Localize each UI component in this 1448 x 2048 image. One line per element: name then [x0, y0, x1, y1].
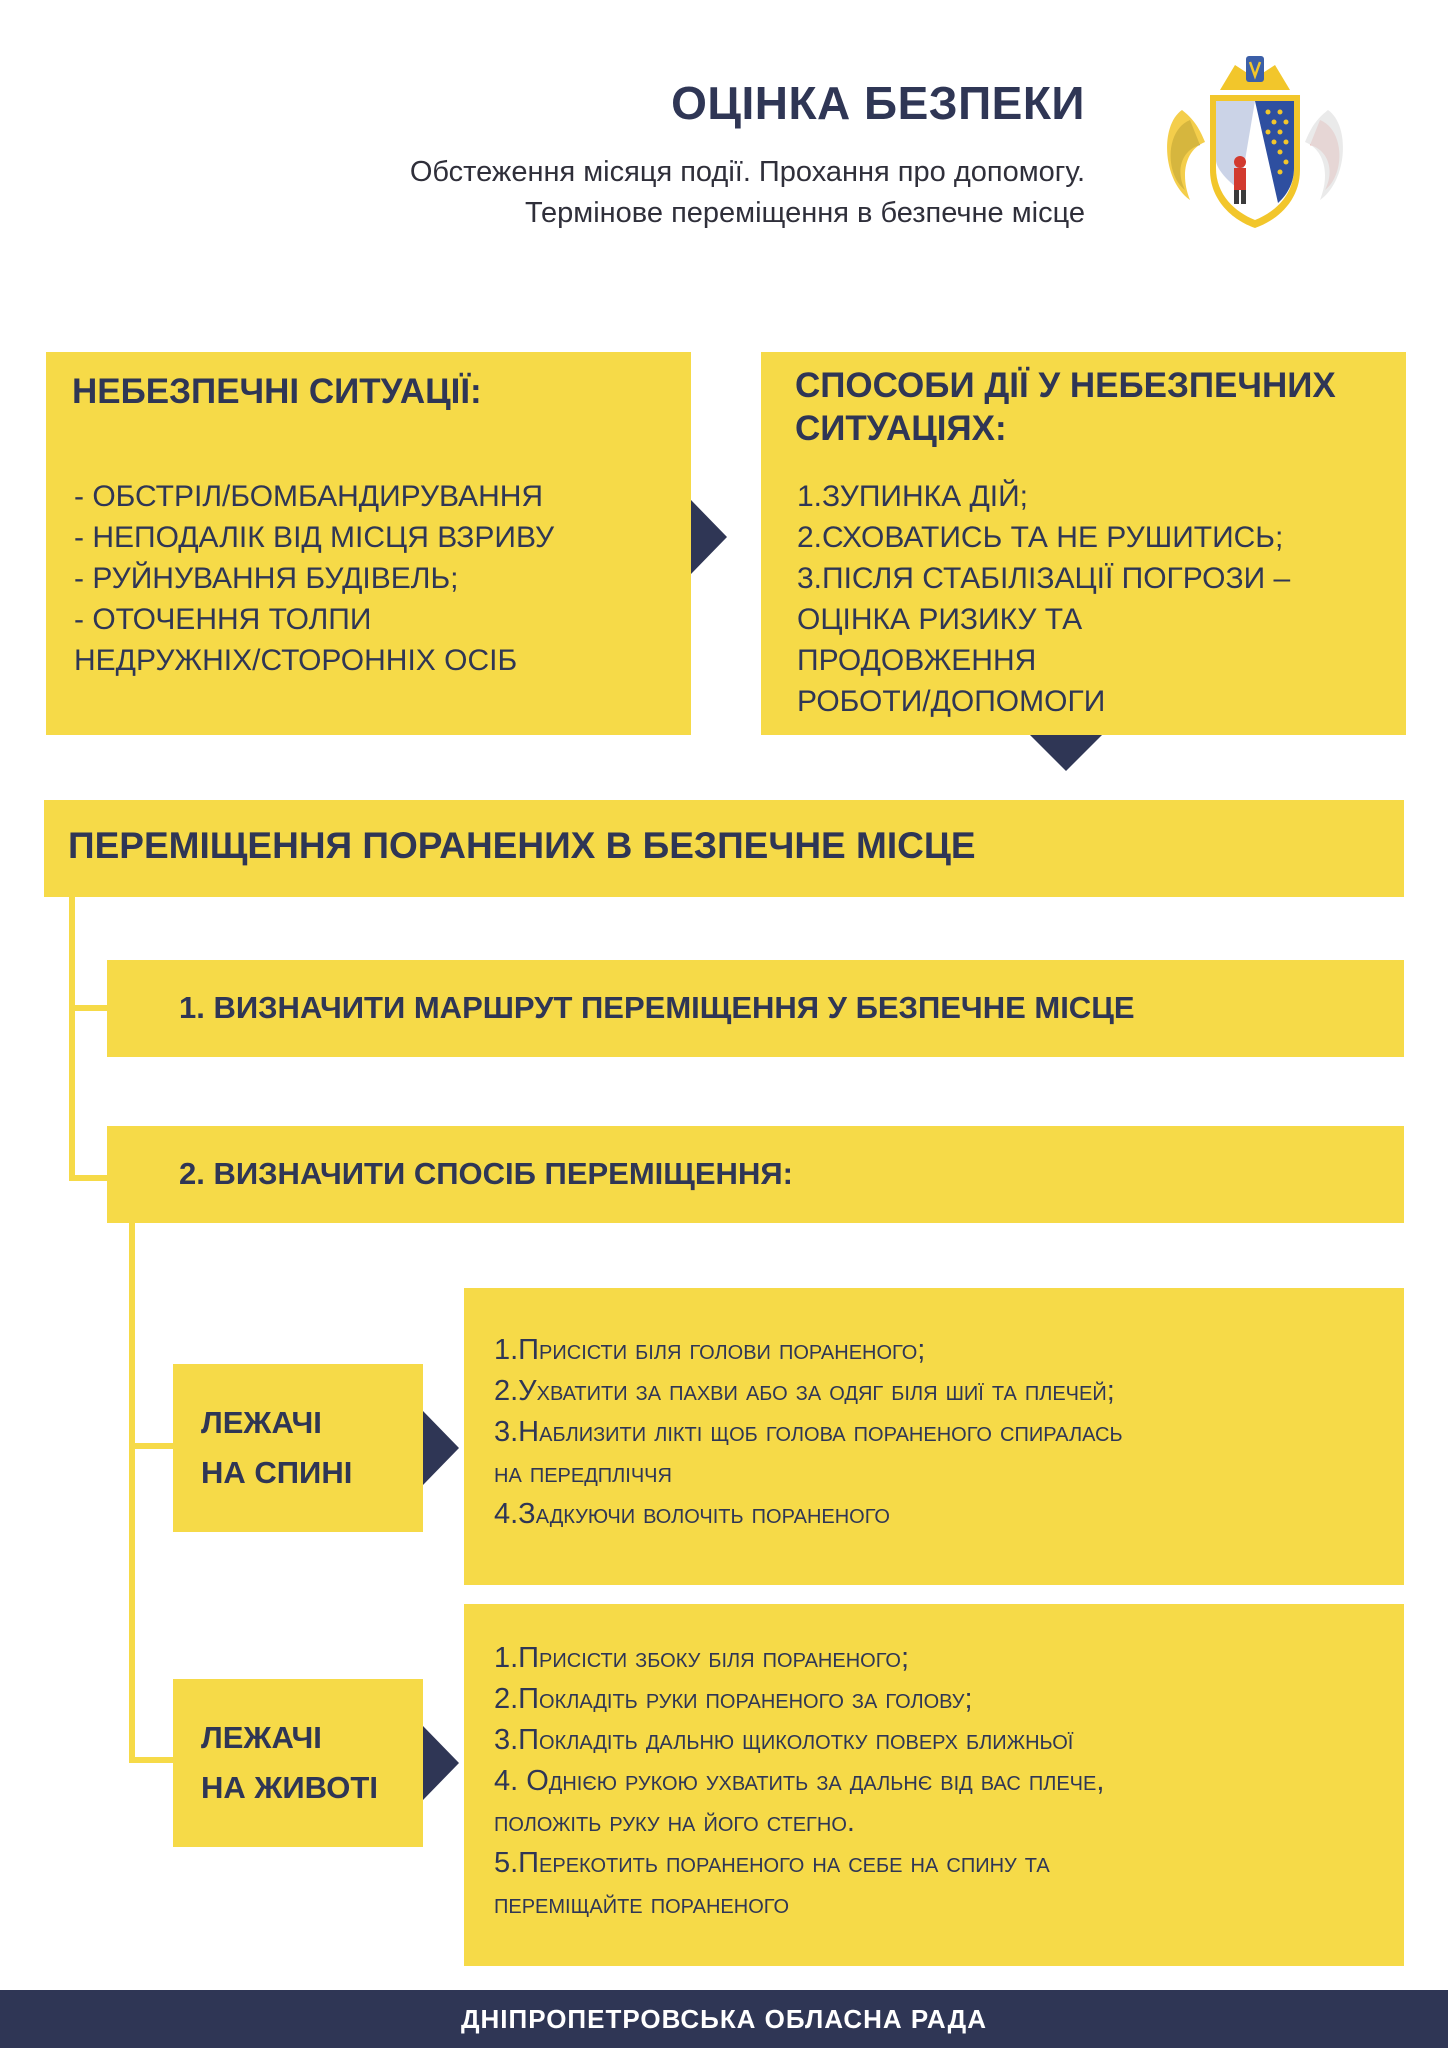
- list-item: 1.Присісти біля голови пораненого;: [494, 1334, 926, 1366]
- dangerous-situations-list: - ОБСТРІЛ/БОМБАНДИРУВАННЯ - НЕПОДАЛІК ВІ…: [74, 476, 554, 681]
- list-item: ОЦІНКА РИЗИКУ ТА: [797, 603, 1083, 636]
- subtitle-line-1: Обстеження місяця події. Прохання про до…: [409, 156, 1085, 188]
- connector-line: [69, 1175, 109, 1181]
- list-item: 1.Присісти збоку біля пораненого;: [494, 1642, 910, 1674]
- footer-bar: ДНІПРОПЕТРОВСЬКА ОБЛАСНА РАДА: [0, 1990, 1448, 2048]
- actions-title: СПОСОБИ ДІЇ У НЕБЕЗПЕЧНИХ СИТУАЦІЯХ:: [795, 366, 1336, 448]
- position-label-text: ЛЕЖАЧІ НА ЖИВОТІ: [201, 1713, 378, 1813]
- list-item: 4.Задкуючи волочіть пораненого: [494, 1498, 890, 1530]
- section-title: ПЕРЕМІЩЕННЯ ПОРАНЕНИХ В БЕЗПЕЧНЕ МІСЦЕ: [68, 825, 976, 866]
- list-item: 2.СХОВАТИСЬ ТА НЕ РУШИТИСЬ;: [797, 521, 1284, 554]
- dangerous-situations-box: НЕБЕЗПЕЧНІ СИТУАЦІЇ: - ОБСТРІЛ/БОМБАНДИР…: [46, 352, 691, 735]
- position-label-line-2: НА СПИНІ: [201, 1455, 353, 1490]
- connector-line: [129, 1223, 135, 1763]
- list-item: ПРОДОВЖЕННЯ: [797, 644, 1037, 677]
- dangerous-situations-title: НЕБЕЗПЕЧНІ СИТУАЦІЇ:: [72, 372, 482, 411]
- list-item: 2.Покладіть руки пораненого за голову;: [494, 1683, 973, 1715]
- list-item: 5.Перекотить пораненого на себе на спину…: [494, 1847, 1050, 1879]
- list-item: 3.Наблизити лікті щоб голова пораненого …: [494, 1416, 1123, 1448]
- list-item: на передпліччя: [494, 1457, 672, 1489]
- connector-line: [69, 1005, 109, 1011]
- list-item: 3.ПІСЛЯ СТАБІЛІЗАЦІЇ ПОГРОЗИ –: [797, 562, 1291, 595]
- page-title: ОЦІНКА БЕЗПЕКИ: [671, 77, 1085, 129]
- arrow-down-icon: [1030, 735, 1102, 771]
- connector-line: [129, 1757, 175, 1763]
- step-route: 1. ВИЗНАЧИТИ МАРШРУТ ПЕРЕМІЩЕННЯ У БЕЗПЕ…: [107, 960, 1404, 1057]
- step-method: 2. ВИЗНАЧИТИ СПОСІБ ПЕРЕМІЩЕННЯ:: [107, 1126, 1404, 1223]
- list-item: - ОБСТРІЛ/БОМБАНДИРУВАННЯ: [74, 480, 544, 513]
- position-label-line-2: НА ЖИВОТІ: [201, 1770, 378, 1805]
- list-item: НЕДРУЖНІХ/СТОРОННІХ ОСІБ: [74, 644, 518, 677]
- subtitle-line-2: Термінове переміщення в безпечне місце: [524, 197, 1085, 229]
- arrow-right-icon: [691, 500, 727, 574]
- list-item: - РУЙНУВАННЯ БУДІВЕЛЬ;: [74, 562, 459, 595]
- list-item: 2.Ухватити за пахви або за одяг біля шиї…: [494, 1375, 1115, 1407]
- list-item: 3.Покладіть дальню щиколотку поверх ближ…: [494, 1724, 1074, 1756]
- connector-line: [129, 1443, 175, 1449]
- instructions-on-back-list: 1.Присісти біля голови пораненого; 2.Ухв…: [494, 1330, 1123, 1535]
- actions-list: 1.ЗУПИНКА ДІЙ; 2.СХОВАТИСЬ ТА НЕ РУШИТИС…: [797, 476, 1290, 722]
- instructions-on-belly-list: 1.Присісти збоку біля пораненого; 2.Покл…: [494, 1638, 1104, 1925]
- coat-of-arms-icon: [1167, 56, 1343, 228]
- position-label-on-belly: ЛЕЖАЧІ НА ЖИВОТІ: [173, 1679, 423, 1847]
- list-item: РОБОТИ/ДОПОМОГИ: [797, 685, 1106, 718]
- step-route-label: 1. ВИЗНАЧИТИ МАРШРУТ ПЕРЕМІЩЕННЯ У БЕЗПЕ…: [179, 990, 1135, 1025]
- connector-line: [69, 897, 75, 1181]
- list-item: - ОТОЧЕННЯ ТОЛПИ: [74, 603, 372, 636]
- list-item: 1.ЗУПИНКА ДІЙ;: [797, 480, 1029, 513]
- arrow-right-icon: [423, 1411, 459, 1485]
- instructions-on-back-box: 1.Присісти біля голови пораненого; 2.Ухв…: [464, 1288, 1404, 1585]
- step-method-label: 2. ВИЗНАЧИТИ СПОСІБ ПЕРЕМІЩЕННЯ:: [179, 1156, 793, 1191]
- list-item: переміщайте пораненого: [494, 1888, 790, 1920]
- section-banner: ПЕРЕМІЩЕННЯ ПОРАНЕНИХ В БЕЗПЕЧНЕ МІСЦЕ: [44, 800, 1404, 897]
- actions-box: СПОСОБИ ДІЇ У НЕБЕЗПЕЧНИХ СИТУАЦІЯХ: 1.З…: [761, 352, 1406, 735]
- list-item: 4. Однією рукою ухватить за дальнє від в…: [494, 1765, 1105, 1797]
- list-item: - НЕПОДАЛІК ВІД МІСЦЯ ВЗРИВУ: [74, 521, 555, 554]
- instructions-on-belly-box: 1.Присісти збоку біля пораненого; 2.Покл…: [464, 1604, 1404, 1966]
- position-label-line-1: ЛЕЖАЧІ: [201, 1720, 322, 1755]
- arrow-right-icon: [423, 1726, 459, 1800]
- footer-text: ДНІПРОПЕТРОВСЬКА ОБЛАСНА РАДА: [461, 2004, 987, 2034]
- position-label-on-back: ЛЕЖАЧІ НА СПИНІ: [173, 1364, 423, 1532]
- position-label-text: ЛЕЖАЧІ НА СПИНІ: [201, 1398, 352, 1498]
- position-label-line-1: ЛЕЖАЧІ: [201, 1405, 322, 1440]
- list-item: положіть руку на його стегно.: [494, 1806, 855, 1838]
